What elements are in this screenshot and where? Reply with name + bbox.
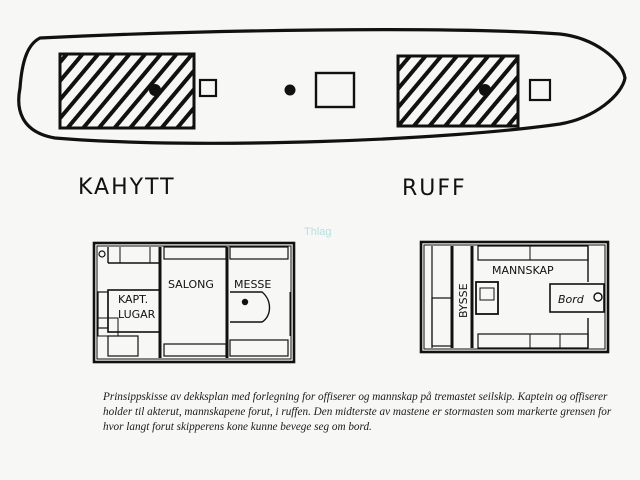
mizzen-mast-mark <box>149 84 161 96</box>
fore-mast-mark <box>479 84 491 96</box>
ruff-deckhouse <box>396 54 520 128</box>
room-messe: MESSE <box>234 278 271 291</box>
room-kapt-line1: KAPT. <box>118 293 148 306</box>
figure-caption: Prinsippskisse av dekksplan med forlegni… <box>103 391 612 433</box>
hull-outline <box>17 28 627 145</box>
label-kahytt: KAHYTT <box>78 175 176 200</box>
room-salong: SALONG <box>168 278 214 291</box>
messe-mast-mark <box>241 298 249 306</box>
kahytt-deckhouse <box>58 52 196 130</box>
room-mannskap: MANNSKAP <box>492 264 554 277</box>
fore-hatch <box>528 78 552 102</box>
watermark-text: Thlag <box>304 226 332 238</box>
label-ruff: RUFF <box>402 176 467 201</box>
ruff-floor-plan <box>419 240 610 354</box>
room-kapt-line2: LUGAR <box>118 308 156 321</box>
room-bysse: BYSSE <box>457 283 470 318</box>
middle-hatch <box>314 71 356 109</box>
room-bord: Bord <box>558 293 585 306</box>
kahytt-floor-plan <box>92 241 296 364</box>
main-mast-mark <box>284 84 296 96</box>
aft-hatch <box>198 78 218 98</box>
